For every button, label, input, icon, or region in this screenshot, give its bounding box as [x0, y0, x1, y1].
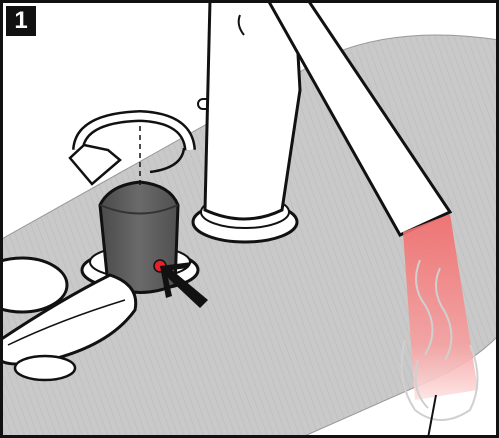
step-number-badge: 1	[6, 6, 36, 36]
